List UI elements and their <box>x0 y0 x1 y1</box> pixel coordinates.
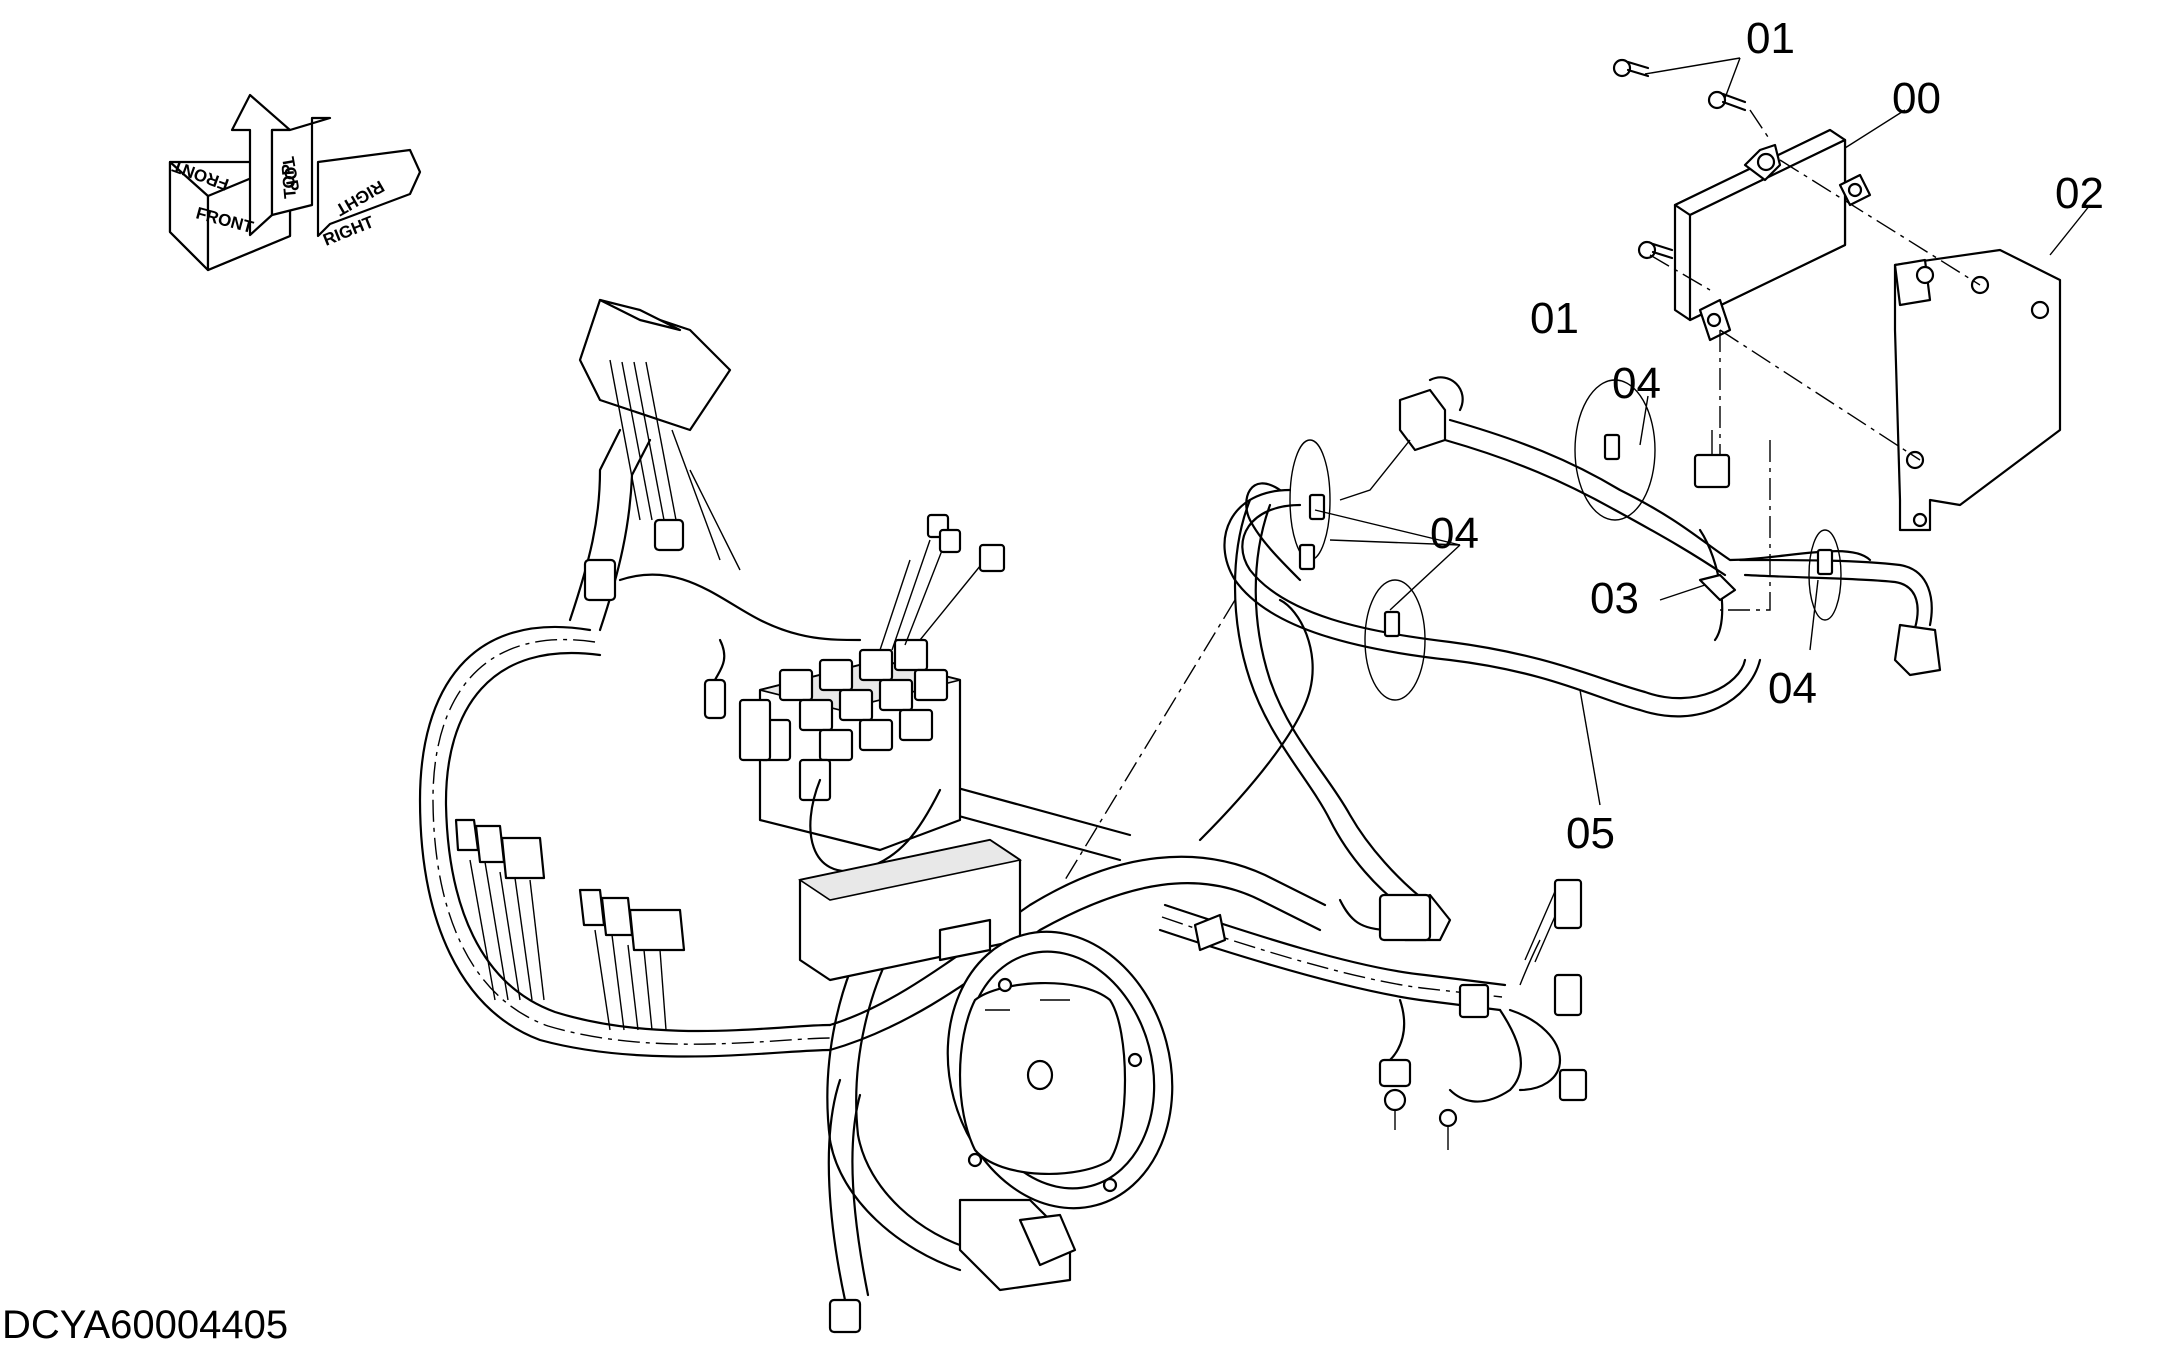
sub-harness-05 <box>1223 376 1942 942</box>
callout-05: 05 <box>1566 809 1615 858</box>
right-lower-harness <box>1193 878 1588 1150</box>
relay-block <box>738 513 1006 873</box>
left-top-connector <box>578 298 862 720</box>
orientation-indicator: FRONT FRONT TOP TOP RIGHT RIGHT <box>168 93 422 272</box>
controller-unit-00 <box>1673 128 1872 342</box>
drawing-reference-id: DCYA60004405 <box>2 1303 288 1347</box>
callout-04-right: 04 <box>1768 664 1817 713</box>
callout-04-top: 04 <box>1612 359 1661 408</box>
left-small-connectors <box>454 818 686 1031</box>
right-harness-tail <box>1198 598 1432 942</box>
callout-04-mid: 04 <box>1430 509 1479 558</box>
speaker-component <box>946 930 1174 1210</box>
bolts-01 <box>1612 58 1747 260</box>
bracket-02 <box>1893 248 2062 532</box>
callout-01-top: 01 <box>1746 14 1795 63</box>
callout-00: 00 <box>1892 74 1941 123</box>
callout-01-left: 01 <box>1530 294 1579 343</box>
leader-lines <box>1064 57 2091 881</box>
top-label-mirrored: TOP <box>278 163 300 199</box>
lower-connector <box>828 1198 1077 1334</box>
callout-02: 02 <box>2055 169 2104 218</box>
callout-03: 03 <box>1590 574 1639 623</box>
callout-labels: 00 01 01 02 03 04 04 04 05 <box>1430 14 2104 858</box>
